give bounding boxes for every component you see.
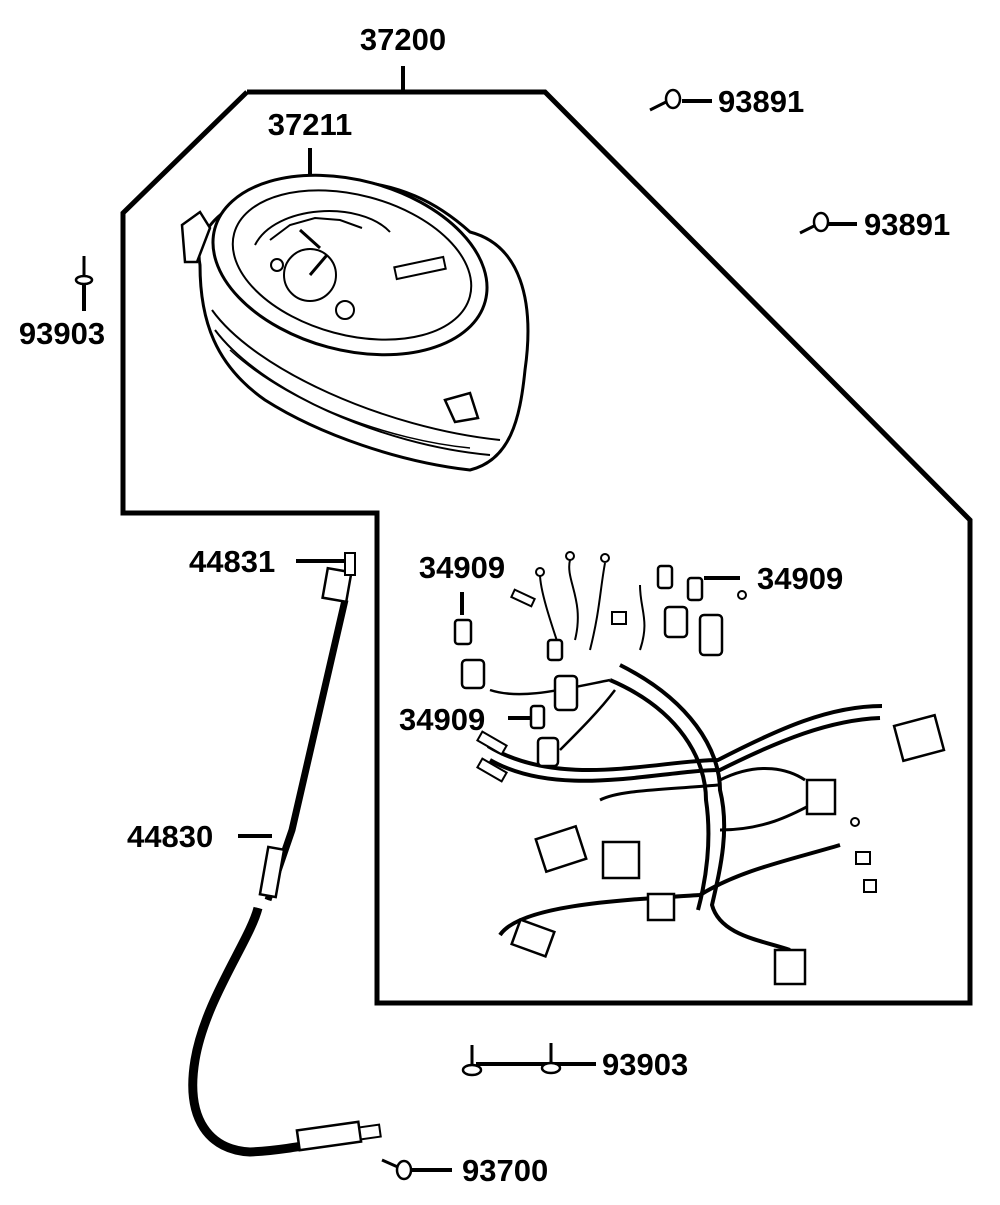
label-93891-right: 93891 bbox=[864, 207, 950, 242]
label-37200: 37200 bbox=[360, 22, 446, 57]
speedometer-drawing bbox=[180, 173, 530, 472]
part-labels: 37200 37211 93891 93891 93903 44831 3490… bbox=[19, 22, 950, 1188]
label-37211: 37211 bbox=[268, 107, 353, 142]
leader-lines bbox=[82, 99, 857, 1172]
label-44830: 44830 bbox=[127, 819, 213, 854]
screw-93903-bottom-b bbox=[540, 1043, 562, 1075]
label-93700: 93700 bbox=[462, 1153, 548, 1188]
label-34909-upper-left: 34909 bbox=[419, 550, 505, 585]
screw-93903-bottom-a bbox=[461, 1045, 483, 1077]
label-93903-bottom: 93903 bbox=[602, 1047, 688, 1082]
label-93891-top: 93891 bbox=[718, 84, 804, 119]
assembly-outline-37200 bbox=[120, 66, 973, 1006]
screw-93891-b bbox=[799, 211, 830, 235]
label-34909-upper-right: 34909 bbox=[757, 561, 843, 596]
speedometer-cable-drawing bbox=[188, 552, 382, 1157]
screw-93903-left bbox=[74, 256, 94, 286]
wiring-harness-drawing bbox=[453, 551, 946, 986]
screw-93700 bbox=[381, 1158, 413, 1181]
label-34909-middle: 34909 bbox=[399, 702, 485, 737]
label-93903-left: 93903 bbox=[19, 316, 105, 351]
label-44831: 44831 bbox=[189, 544, 275, 579]
screw-93891-a bbox=[649, 88, 682, 112]
